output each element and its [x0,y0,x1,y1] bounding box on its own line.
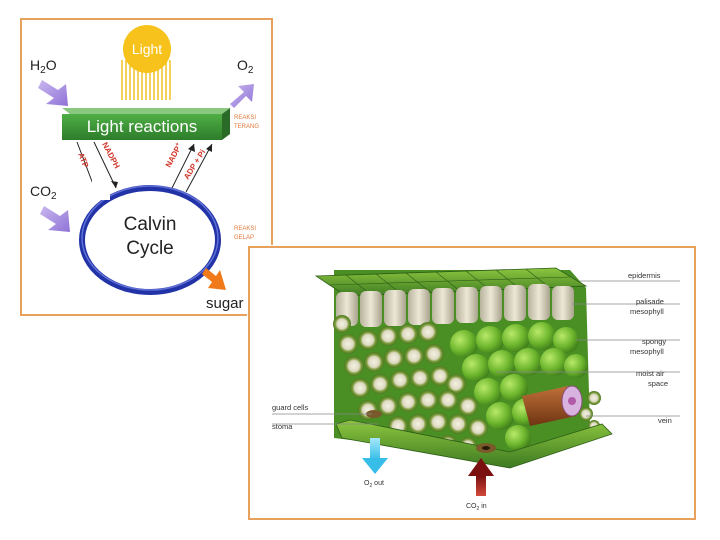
reaksi-gelap-label-1: REAKSI [234,226,256,232]
vein-bundle [522,385,601,432]
calvin-ring-highlight [81,185,219,291]
calvin-ring-gap-left [92,180,110,200]
moist-air-label-2: space [648,379,668,388]
reaksi-terang-label-1: REAKSI [234,115,256,121]
reaksi-gelap-label-2: GELAP [234,235,254,241]
o2-out-label: O2 out [364,480,384,489]
vein-label: vein [658,416,672,425]
spongy-label-1: spongy [642,337,666,346]
calvin-label-2: Cycle [126,238,174,259]
bar-top [62,108,230,114]
palisade-label-1: palisade [636,297,664,306]
light-reactions-label: Light reactions [87,117,198,136]
moist-air-label-1: moist air [636,369,665,378]
o2-label: O2 [237,57,254,76]
reaksi-terang-label-2: TERANG [234,124,259,130]
photosynthesis-svg: Light H2O O2 Light reactions REAKSI TERA… [30,25,259,312]
nadp-arrowhead [188,144,195,152]
spongy-label-2: mesophyll [630,347,664,356]
sugar-arrow-icon [202,268,226,290]
sugar-label: sugar [206,295,244,312]
stoma-guard-cells [366,410,496,453]
o2-arrow-icon [230,84,254,108]
nadph-arrowhead [111,181,118,188]
calvin-label-1: Calvin [124,214,177,235]
atp-label: ATP [76,151,90,169]
palisade-label-2: mesophyll [630,307,664,316]
o2-out-arrow-icon [362,438,388,474]
epidermis-label: epidermis [628,271,661,280]
spongy-mesophyll-layer [450,322,588,451]
co2-arrow-icon [40,206,70,232]
sun-icon [123,25,171,73]
stoma-label: stoma [272,422,293,431]
light-label: Light [132,41,162,57]
guard-cells-label: guard cells [272,403,309,412]
photosynthesis-diagram: Light H2O O2 Light reactions REAKSI TERA… [20,18,273,316]
leaf-svg: O2 out CO2 in epidermis palisade mesophy… [272,267,680,512]
adp-arrowhead [206,144,212,152]
bar-side [222,108,230,140]
palisade-layer [336,284,574,327]
upper-epidermis [314,267,588,297]
leaf-cross-section-diagram: O2 out CO2 in epidermis palisade mesophy… [248,246,696,520]
h2o-arrow-icon [38,80,68,106]
co2-in-label: CO2 in [466,503,487,512]
light-reactions-bar [62,114,222,140]
nadph-label: NADPH [100,141,121,171]
h2o-label: H2O [30,57,57,76]
co2-in-arrow-icon [468,458,494,496]
co2-label: CO2 [30,183,57,202]
leader-lines [272,280,680,425]
nadp-label: NADP+ [164,141,184,169]
